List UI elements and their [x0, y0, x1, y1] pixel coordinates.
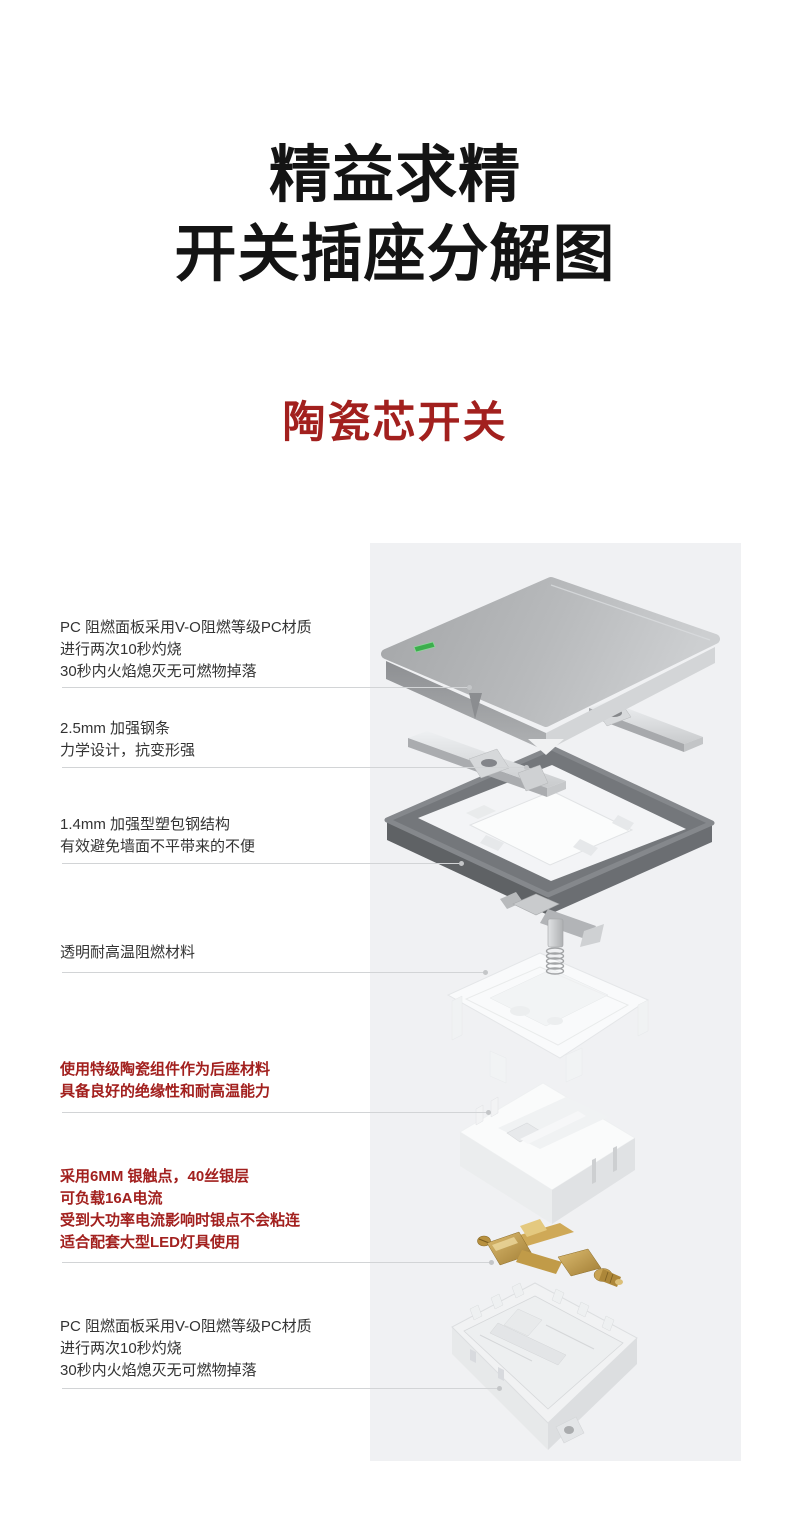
- part-steel-bars: [408, 700, 703, 797]
- note-line: 2.5mm 加强钢条: [60, 720, 171, 737]
- note-steel-bar: 2.5mm 加强钢条 力学设计，抗变形强: [60, 718, 195, 762]
- note-silver-contact: 采用6MM 银触点，40丝银层 可负载16A电流 受到大功率电流影响时银点不会粘…: [60, 1166, 300, 1254]
- leader-line-ceramic-base: [62, 1110, 491, 1115]
- panel-led-indicator: [413, 641, 436, 653]
- note-line: 采用6MM 银触点，40丝银层: [60, 1168, 250, 1185]
- note-line: PC 阻燃面板采用V-O阻燃等级PC材质: [60, 619, 312, 636]
- note-line: 1.4mm 加强型塑包钢结构: [60, 816, 231, 833]
- note-line: 透明耐高温阻燃材料: [60, 944, 196, 961]
- note-pc-panel-bottom: PC 阻燃面板采用V-O阻燃等级PC材质 进行两次10秒灼烧 30秒内火焰熄灭无…: [60, 1316, 312, 1382]
- part-back-housing: [451, 1282, 638, 1450]
- part-silver-contacts: [477, 1219, 623, 1287]
- note-line: 可负载16A电流: [60, 1190, 163, 1207]
- note-pc-panel-top: PC 阻燃面板采用V-O阻燃等级PC材质 进行两次10秒灼烧 30秒内火焰熄灭无…: [60, 617, 312, 683]
- note-line: 使用特级陶瓷组件作为后座材料: [60, 1061, 271, 1078]
- exploded-diagram: [381, 577, 720, 1450]
- section-subtitle: 陶瓷芯开关: [282, 399, 508, 447]
- leader-line-pc-panel-bottom: [62, 1386, 502, 1391]
- note-line: PC 阻燃面板采用V-O阻燃等级PC材质: [60, 1318, 312, 1335]
- note-line: 30秒内火焰熄灭无可燃物掉落: [60, 663, 257, 680]
- part-transparent-housing: [446, 952, 650, 1084]
- leader-line-transparent-housing: [62, 970, 488, 975]
- note-transparent-housing: 透明耐高温阻燃材料: [60, 942, 195, 964]
- leader-line-pc-panel-top: [62, 685, 472, 690]
- note-line: 受到大功率电流影响时银点不会粘连: [60, 1212, 301, 1229]
- note-ceramic-base: 使用特级陶瓷组件作为后座材料 具备良好的绝缘性和耐高温能力: [60, 1059, 270, 1103]
- page-title-line1: 精益求精: [268, 141, 521, 210]
- part-mounting-frame: [384, 745, 715, 915]
- note-line: 进行两次10秒灼烧: [60, 641, 182, 658]
- note-line: 进行两次10秒灼烧: [60, 1340, 182, 1357]
- part-ceramic-base: [459, 1082, 636, 1224]
- page-title: 精益求精 开关插座分解图: [0, 136, 790, 294]
- product-exploded-image: [370, 543, 741, 1461]
- page-title-line2: 开关插座分解图: [174, 220, 616, 289]
- leader-line-silver-contact: [62, 1260, 494, 1265]
- note-mounting-frame: 1.4mm 加强型塑包钢结构 有效避免墙面不平带来的不便: [60, 814, 255, 858]
- leader-line-mounting-frame: [62, 861, 464, 866]
- leader-line-steel-bar: [62, 765, 529, 770]
- note-line: 适合配套大型LED灯具使用: [60, 1234, 241, 1251]
- note-line: 30秒内火焰熄灭无可燃物掉落: [60, 1362, 257, 1379]
- part-rocker-spring: [500, 892, 604, 975]
- note-line: 有效避免墙面不平带来的不便: [60, 838, 256, 855]
- note-line: 具备良好的绝缘性和耐高温能力: [60, 1083, 271, 1100]
- note-line: 力学设计，抗变形强: [60, 742, 196, 759]
